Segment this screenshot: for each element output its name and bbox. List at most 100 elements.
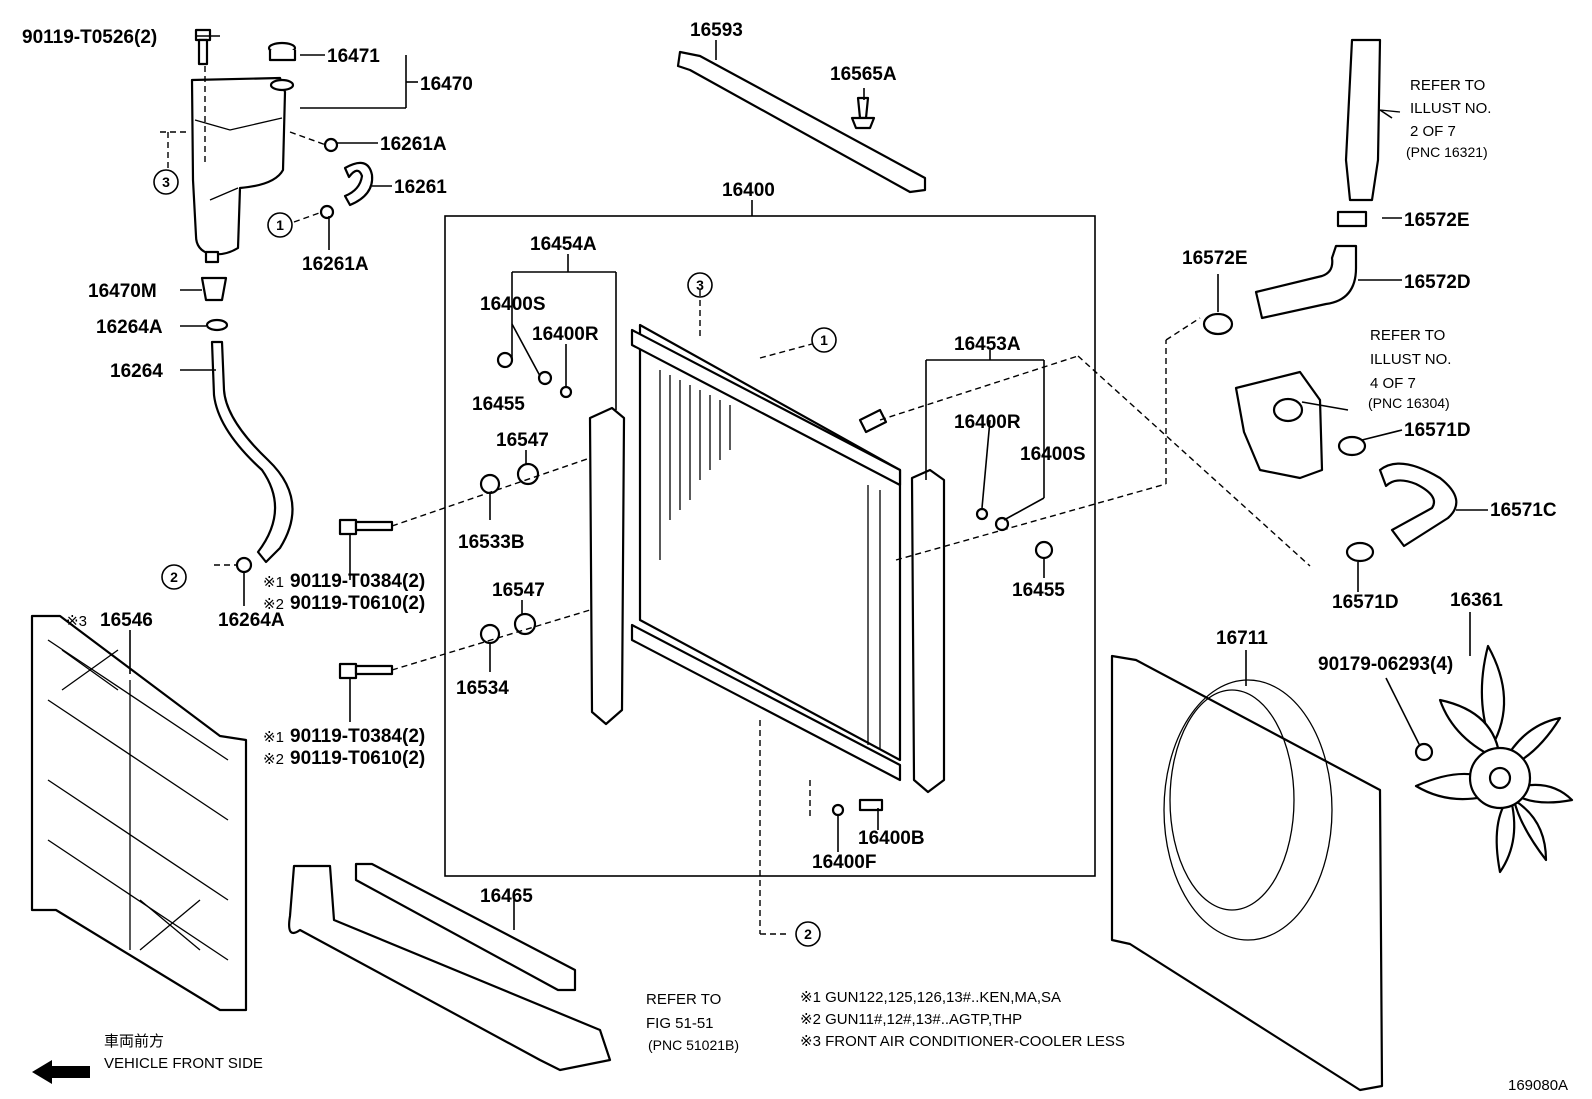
marker-3: ※3 [66, 613, 87, 630]
svg-text:※2 GUN11#,12#,13#..AGTP,THP: ※2 GUN11#,12#,13#..AGTP,THP [800, 1011, 1022, 1028]
hose-16571c [1378, 462, 1458, 548]
label-16565a: 16565A [830, 64, 897, 85]
bolt-16455-left [496, 351, 514, 369]
svg-text:REFER TO: REFER TO [1410, 77, 1485, 94]
label-16547-bottom: 16547 [492, 580, 545, 601]
svg-text:(PNC 51021B): (PNC 51021B) [648, 1037, 739, 1053]
label-16572e-left: 16572E [1182, 248, 1248, 269]
shroud-16546 [30, 614, 248, 1012]
label-16470: 16470 [420, 74, 473, 95]
hose-16572d [1254, 244, 1358, 320]
label-16400b: 16400B [858, 828, 925, 849]
callout-circle-1-right: 1 [811, 327, 837, 353]
bolt-90119-t0526 [194, 28, 212, 66]
svg-text:※1 GUN122,125,126,13#..KEN,MA,: ※1 GUN122,125,126,13#..KEN,MA,SA [800, 989, 1061, 1006]
water-inlet-housing [1234, 370, 1324, 480]
bolt-16455-right [1034, 540, 1054, 560]
label-16400f: 16400F [812, 852, 876, 873]
hose-16264 [210, 340, 294, 564]
bolt-lower-left [338, 662, 394, 680]
svg-text:※3 FRONT AIR CONDITIONER-COOLE: ※3 FRONT AIR CONDITIONER-COOLER LESS [800, 1033, 1125, 1050]
label-90179-06293: 90179-06293(4) [1318, 654, 1453, 675]
nut-90179 [1414, 742, 1434, 762]
marker-2-top: ※2 [263, 596, 284, 613]
cushion-16547-top [516, 462, 540, 486]
marker-1-top: ※1 [263, 574, 284, 591]
clamp-16571d-top [1337, 435, 1367, 457]
cushion-16547-bottom [513, 612, 537, 636]
label-16572e-top: 16572E [1404, 210, 1470, 231]
reservoir-tank [190, 76, 287, 264]
marker-1-bottom: ※1 [263, 729, 284, 746]
label-16546: 16546 [100, 610, 153, 631]
label-16261a-top: 16261A [380, 134, 447, 155]
label-16455-right: 16455 [1012, 580, 1065, 601]
bar-16465 [354, 862, 577, 992]
svg-text:4 OF 7: 4 OF 7 [1370, 375, 1416, 392]
reservoir-cap [267, 41, 297, 92]
label-16593: 16593 [690, 20, 743, 41]
callout-circle-2-left: 2 [161, 564, 187, 590]
reference-note-51021b: REFER TO FIG 51-51 (PNC 51021B) [646, 991, 739, 1053]
gasket-16400f [831, 803, 845, 817]
radiator-assembly-frame [444, 215, 1096, 877]
svg-text:ILLUST NO.: ILLUST NO. [1410, 100, 1491, 117]
label-16533b: 16533B [458, 532, 525, 553]
label-90119-t0526: 90119-T0526(2) [22, 27, 157, 48]
label-16547-top: 16547 [496, 430, 549, 451]
svg-text:3: 3 [696, 277, 704, 293]
label-bolt-t0610-top: 90119-T0610(2) [290, 593, 425, 614]
label-16711: 16711 [1216, 628, 1268, 649]
svg-text:2 OF 7: 2 OF 7 [1410, 123, 1456, 140]
callout-circle-3-right: 3 [687, 272, 713, 298]
svg-text:1: 1 [276, 217, 284, 233]
label-16571d-bottom: 16571D [1332, 592, 1399, 613]
grommet-16470m [200, 276, 228, 302]
diagram-id: 169080A [1508, 1077, 1568, 1094]
clamp-16264a-bottom [235, 556, 253, 574]
label-16264a-top: 16264A [96, 317, 163, 338]
vehicle-front-side-label: 車両前方 VEHICLE FRONT SIDE [104, 1033, 263, 1072]
label-bolt-t0610-bottom: 90119-T0610(2) [290, 748, 425, 769]
label-16400r-right: 16400R [954, 412, 1021, 433]
svg-text:(PNC 16304): (PNC 16304) [1368, 395, 1450, 411]
label-16264: 16264 [110, 361, 163, 382]
nut-16400r-right [975, 507, 989, 521]
footnotes: ※1 GUN122,125,126,13#..KEN,MA,SA ※2 GUN1… [800, 989, 1125, 1050]
clamp-16572e-left [1202, 312, 1234, 336]
reference-note-16304: REFER TO ILLUST NO. 4 OF 7 (PNC 16304) [1368, 327, 1451, 411]
label-16534: 16534 [456, 678, 509, 699]
hose-outlet-upper [1344, 38, 1382, 202]
svg-text:ILLUST NO.: ILLUST NO. [1370, 351, 1451, 368]
reference-note-16321: REFER TO ILLUST NO. 2 OF 7 (PNC 16321) [1406, 77, 1491, 160]
label-16261: 16261 [394, 177, 447, 198]
label-16571c: 16571C [1490, 500, 1557, 521]
svg-text:REFER TO: REFER TO [646, 991, 721, 1008]
support-bracket-16453a [910, 468, 946, 794]
label-bolt-t0384-top: 90119-T0384(2) [290, 571, 425, 592]
label-16455-left: 16455 [472, 394, 525, 415]
support-bracket-16454a [588, 406, 626, 726]
clamp-16264a-top [205, 318, 229, 332]
marker-2-bottom: ※2 [263, 751, 284, 768]
label-16453a: 16453A [954, 334, 1021, 355]
callout-circle-1-left: 1 [267, 212, 293, 238]
svg-text:REFER TO: REFER TO [1370, 327, 1445, 344]
radiator-core [630, 323, 902, 782]
svg-text:2: 2 [804, 926, 812, 942]
svg-text:(PNC 16321): (PNC 16321) [1406, 144, 1488, 160]
label-16571d-top: 16571D [1404, 420, 1471, 441]
hose-16261 [343, 161, 374, 207]
label-16361: 16361 [1450, 590, 1503, 611]
lower-support [288, 864, 612, 1072]
clamp-16261a-top [323, 137, 339, 153]
clamp-16571d-bottom [1345, 541, 1375, 563]
label-16400s-right: 16400S [1020, 444, 1086, 465]
label-16400: 16400 [722, 180, 775, 201]
svg-text:1: 1 [820, 332, 828, 348]
label-bolt-t0384-bottom: 90119-T0384(2) [290, 726, 425, 747]
washer-16400s-right [994, 516, 1010, 532]
label-16261a-bottom: 16261A [302, 254, 369, 275]
